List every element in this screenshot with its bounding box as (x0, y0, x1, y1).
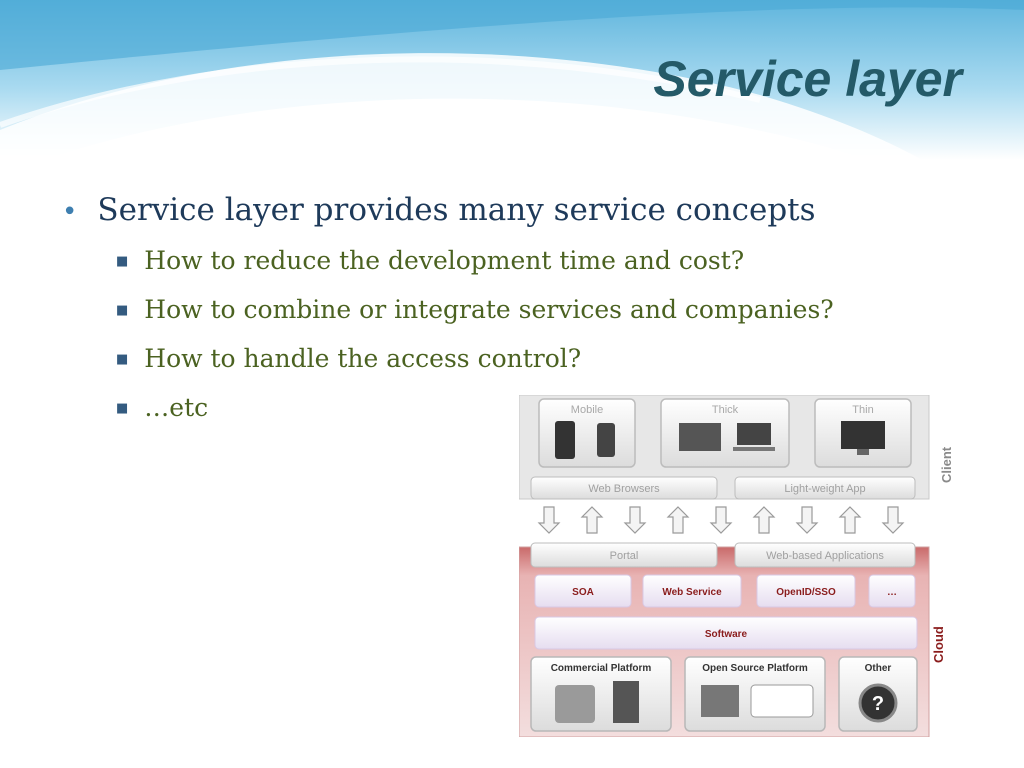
access-label-browsers: Web Browsers (588, 483, 660, 495)
question-mark-glyph: ? (872, 693, 884, 715)
monitor-icon (841, 421, 885, 449)
platform-label-opensource: Open Source Platform (702, 663, 808, 674)
sub-bullet: ■ How to reduce the development time and … (116, 246, 834, 295)
monitor-stand (857, 449, 869, 455)
cloud-label: Cloud (931, 626, 946, 663)
service-label-openid: OpenID/SSO (776, 587, 836, 598)
cloud-architecture-diagram: Client Mobile Thick Thin Web Browsers Li… (519, 395, 954, 737)
sub-bullet-list: ■ How to reduce the development time and … (116, 246, 834, 442)
device-label-thick: Thick (712, 404, 739, 416)
question-mark-icon (858, 683, 898, 723)
main-bullet: • Service layer provides many service con… (62, 192, 816, 228)
sub-bullet: ■ …etc (116, 393, 834, 442)
service-box-webservice (642, 574, 742, 608)
desktop-icon (679, 423, 721, 451)
opensource-logo-icon (701, 685, 739, 717)
platform-label-other: Other (865, 663, 892, 674)
device-label-thin: Thin (852, 404, 873, 416)
slide-title: Service layer (653, 51, 962, 107)
square-bullet-icon: ■ (116, 254, 129, 269)
phone-icon (597, 423, 615, 457)
square-bullet-icon: ■ (116, 401, 129, 416)
front-box-portal (530, 542, 718, 568)
service-label-more: … (887, 587, 897, 598)
arrow-up-icon (580, 506, 604, 534)
access-box-app (734, 476, 916, 500)
arrow-row (537, 506, 905, 534)
arrow-up-icon (752, 506, 776, 534)
front-box-webapps (734, 542, 916, 568)
sub-bullet-text: How to reduce the development time and c… (144, 246, 745, 275)
service-label-webservice: Web Service (662, 587, 722, 598)
service-box-openid (756, 574, 856, 608)
opensource-logo-icon (750, 684, 814, 718)
sub-bullet-text: How to handle the access control? (144, 344, 582, 373)
access-label-app: Light-weight App (784, 483, 865, 495)
arrow-down-icon (709, 506, 733, 534)
client-label: Client (939, 446, 954, 483)
front-label-webapps: Web-based Applications (766, 550, 884, 562)
phone-icon (555, 421, 575, 459)
main-bullet-text: Service layer provides many service conc… (97, 192, 816, 228)
service-label-soa: SOA (572, 587, 594, 598)
background-wave (0, 0, 1024, 260)
arrow-down-icon (537, 506, 561, 534)
sub-bullet-text: …etc (144, 393, 209, 422)
square-bullet-icon: ■ (116, 303, 129, 318)
commercial-logo-icon (613, 681, 639, 723)
platform-label-commercial: Commercial Platform (551, 663, 652, 674)
access-box-browsers (530, 476, 718, 500)
sub-bullet: ■ How to handle the access control? (116, 344, 834, 393)
arrow-down-icon (795, 506, 819, 534)
service-box-more (868, 574, 916, 608)
sub-bullet: ■ How to combine or integrate services an… (116, 295, 834, 344)
bullet-dot-icon: • (62, 197, 78, 227)
arrow-up-icon (838, 506, 862, 534)
laptop-base (733, 447, 775, 451)
software-box (534, 616, 918, 650)
arrow-down-icon (881, 506, 905, 534)
service-box-soa (534, 574, 632, 608)
front-label-portal: Portal (610, 550, 639, 562)
arrow-down-icon (623, 506, 647, 534)
device-label-mobile: Mobile (571, 404, 603, 416)
commercial-logo-icon (555, 685, 595, 723)
sub-bullet-text: How to combine or integrate services and… (144, 295, 834, 324)
software-label: Software (705, 629, 748, 640)
square-bullet-icon: ■ (116, 352, 129, 367)
arrow-up-icon (666, 506, 690, 534)
laptop-icon (737, 423, 771, 445)
